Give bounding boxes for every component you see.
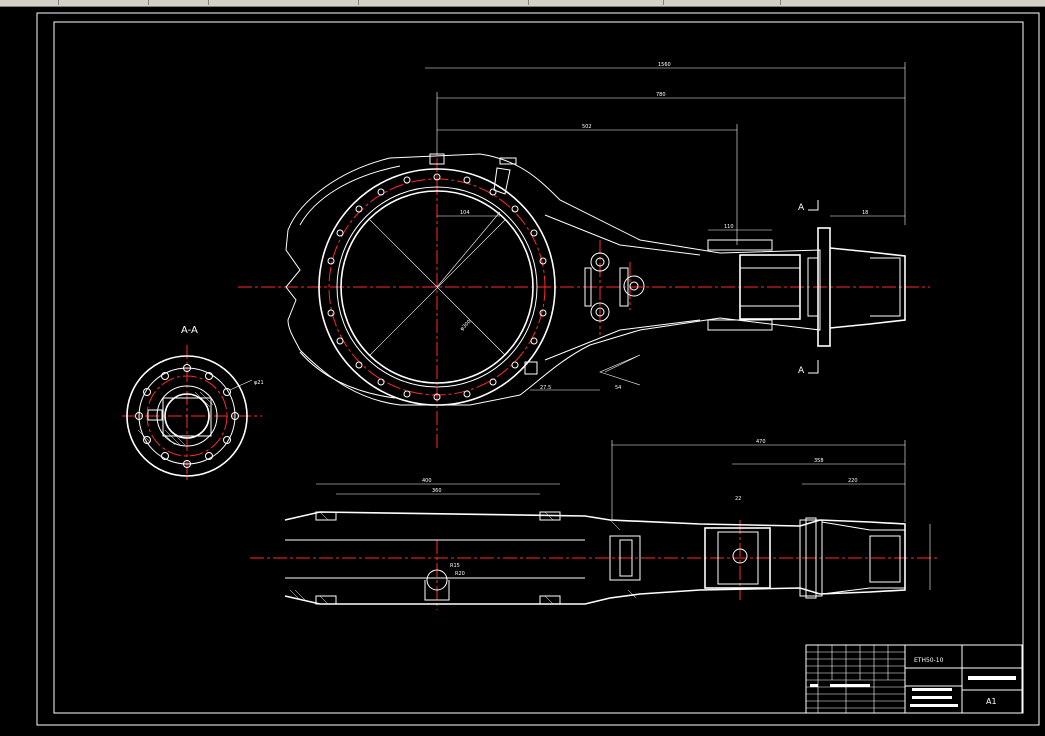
toolbar-segment[interactable]: [663, 0, 781, 5]
dim-third: 502: [582, 124, 592, 130]
dim-220: 220: [848, 478, 858, 484]
sheet-size: A1: [986, 697, 997, 706]
dim-18: 18: [862, 210, 868, 216]
section-label: A-A: [181, 325, 198, 336]
drawing-number: ETH50-10: [914, 657, 944, 664]
dim-r15: R15: [450, 563, 460, 569]
cad-drawing-canvas[interactable]: A-A φ21: [0, 6, 1045, 736]
dim-110: 110: [724, 224, 734, 230]
dim-54: 54: [615, 385, 621, 391]
side-view: 400 360 470 358 220 22 R15 R20: [250, 439, 940, 610]
toolbar-segment[interactable]: [58, 0, 149, 5]
window-top-strip: [0, 0, 1045, 7]
dim-360: 360: [432, 488, 442, 494]
toolbar-segment[interactable]: [358, 0, 529, 5]
dim-22: 22: [735, 496, 741, 502]
section-a-a-view: A-A φ21: [122, 325, 264, 482]
dim-470: 470: [756, 439, 766, 445]
dim-second: 780: [656, 92, 666, 98]
dim-label: φ21: [254, 380, 264, 386]
dim-r20: R20: [455, 571, 465, 577]
sheet-inner-border: [53, 21, 1024, 714]
toolbar-segment[interactable]: [528, 0, 664, 5]
toolbar-segment[interactable]: [208, 0, 359, 5]
plan-view: A A 1560 780 502 104 110 18 27.5 54 φ300: [238, 62, 930, 448]
dim-overall: 1560: [658, 62, 671, 68]
cut-label-top: A: [798, 203, 805, 213]
sheet-outer-border: [36, 12, 1040, 726]
title-block: ETH50-10 A1: [805, 644, 1023, 714]
toolbar-segment[interactable]: [148, 0, 209, 5]
dim-358: 358: [814, 458, 824, 464]
dim-27-5: 27.5: [540, 385, 551, 391]
cut-label-bottom: A: [798, 366, 805, 376]
dim-104: 104: [460, 210, 470, 216]
dim-400: 400: [422, 478, 432, 484]
toolbar-segment[interactable]: [0, 0, 59, 5]
